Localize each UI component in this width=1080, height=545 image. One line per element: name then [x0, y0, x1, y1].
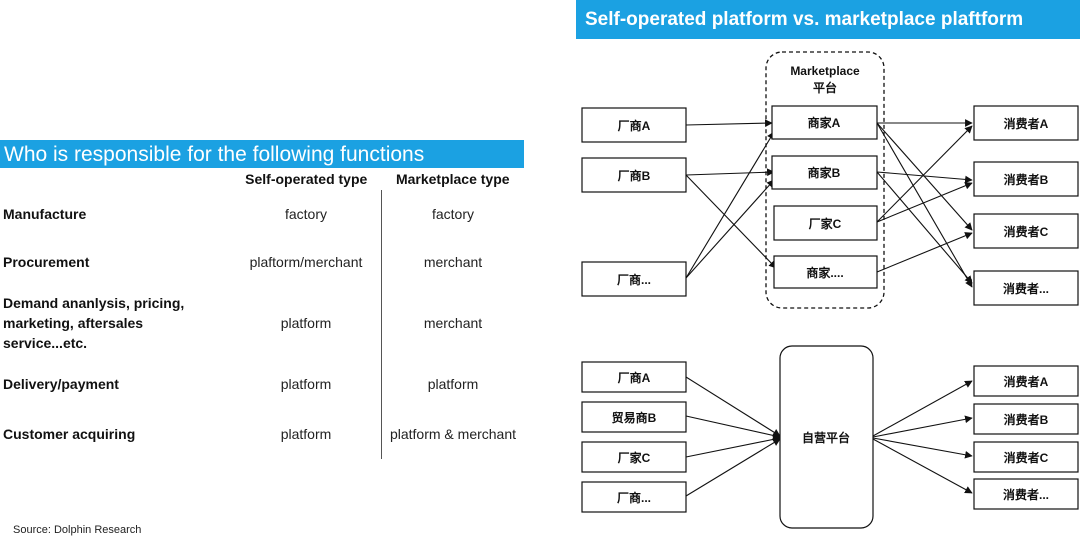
edge — [685, 119, 773, 128]
merchant-a-node: 商家A — [771, 105, 878, 140]
manufacturer-other-node: 厂商... — [581, 261, 687, 297]
marketplace-edges — [685, 119, 973, 288]
merchant-b-node: 商家B — [771, 155, 878, 190]
svg-text:消费者A: 消费者A — [1004, 374, 1049, 389]
table-row: Delivery/payment platform platform — [0, 359, 524, 409]
header-self-operated: Self-operated type — [245, 171, 368, 187]
marketplace-group — [765, 51, 885, 309]
so-consumer-a-node: 消费者A — [973, 365, 1079, 397]
edge — [872, 437, 973, 459]
edge — [685, 438, 781, 497]
edge — [685, 376, 781, 437]
responsibility-table: Self-operated type Marketplace type Manu… — [0, 168, 524, 459]
svg-text:消费者C: 消费者C — [1004, 450, 1049, 465]
svg-text:消费者B: 消费者B — [1004, 172, 1049, 187]
svg-text:厂商B: 厂商B — [618, 168, 651, 183]
svg-text:商家....: 商家.... — [806, 265, 843, 280]
svg-text:消费者B: 消费者B — [1004, 412, 1049, 427]
responsibility-title: Who is responsible for the following fun… — [0, 140, 524, 168]
marketplace-group-label: Marketplace — [790, 64, 860, 78]
source-note: Source: Dolphin Research — [13, 524, 142, 536]
edge — [872, 438, 973, 494]
merchant-other-node: 商家.... — [773, 255, 878, 289]
edge — [876, 171, 973, 184]
edge — [872, 415, 973, 438]
edge — [872, 380, 973, 437]
row-label: Demand ananlysis, pricing, marketing, af… — [3, 295, 185, 351]
svg-text:商家B: 商家B — [808, 165, 841, 180]
edge — [876, 182, 973, 223]
edge — [685, 415, 781, 440]
edge — [685, 131, 775, 279]
svg-text:厂商...: 厂商... — [617, 272, 651, 287]
svg-text:自营平台: 自营平台 — [802, 430, 850, 445]
svg-text:厂商...: 厂商... — [617, 490, 651, 505]
so-factory-c-node: 厂家C — [581, 441, 687, 473]
edge — [876, 171, 973, 284]
marketplace-cell: merchant — [381, 287, 524, 359]
marketplace-cell: merchant — [381, 237, 524, 287]
so-manufacturer-other-node: 厂商... — [581, 481, 687, 513]
svg-text:商家A: 商家A — [808, 115, 841, 130]
self-operated-cell: platform — [280, 426, 332, 442]
edge — [876, 125, 973, 223]
svg-text:厂商A: 厂商A — [618, 118, 651, 133]
self-operated-platform-node: 自营平台 — [779, 345, 874, 529]
self-operated-cell: platform — [280, 376, 332, 392]
svg-text:消费者C: 消费者C — [1004, 224, 1049, 239]
marketplace-cell: platform & merchant — [381, 409, 524, 459]
factory-c-node: 厂家C — [773, 205, 878, 241]
so-consumer-other-node: 消费者... — [973, 478, 1079, 510]
table-row: Demand ananlysis, pricing, marketing, af… — [0, 287, 524, 359]
marketplace-cell: factory — [381, 190, 524, 237]
table-row: Customer acquiring platform platform & m… — [0, 409, 524, 459]
so-manufacturer-a-node: 厂商A — [581, 361, 687, 393]
so-consumer-b-node: 消费者B — [973, 403, 1079, 435]
consumer-c-node: 消费者C — [973, 213, 1079, 249]
row-label: Procurement — [3, 254, 90, 270]
comparison-title: Self-operated platform vs. marketplace p… — [576, 0, 1080, 39]
svg-text:厂商A: 厂商A — [618, 370, 651, 385]
self-operated-cell: platform — [280, 315, 332, 331]
row-label: Delivery/payment — [3, 376, 119, 392]
self-operated-cell: plaftorm/merchant — [249, 254, 363, 270]
self-operated-cell: factory — [284, 205, 327, 222]
row-label: Manufacture — [3, 205, 87, 222]
svg-text:贸易商B: 贸易商B — [612, 410, 657, 425]
table-row: Manufacture factory factory — [0, 190, 524, 237]
table-header-row: Self-operated type Marketplace type — [0, 168, 524, 190]
consumer-a-node: 消费者A — [973, 105, 1079, 141]
edge — [685, 435, 781, 458]
edge — [685, 168, 775, 177]
consumer-b-node: 消费者B — [973, 161, 1079, 197]
svg-text:消费者A: 消费者A — [1004, 116, 1049, 131]
edge — [876, 122, 973, 288]
so-consumer-c-node: 消费者C — [973, 441, 1079, 473]
so-trader-b-node: 贸易商B — [581, 401, 687, 433]
manufacturer-b-node: 厂商B — [581, 157, 687, 193]
row-label: Customer acquiring — [3, 426, 136, 442]
marketplace-cell: platform — [381, 359, 524, 409]
edge — [685, 174, 777, 269]
edge — [876, 232, 973, 273]
svg-text:厂家C: 厂家C — [618, 450, 651, 465]
self-operated-edges — [685, 376, 973, 497]
marketplace-group-label-cn: 平台 — [813, 80, 837, 95]
manufacturer-a-node: 厂商A — [581, 107, 687, 143]
header-marketplace: Marketplace type — [395, 171, 510, 187]
svg-text:厂家C: 厂家C — [809, 216, 842, 231]
edge — [685, 179, 775, 279]
svg-text:消费者...: 消费者... — [1003, 281, 1049, 296]
table-row: Procurement plaftorm/merchant merchant — [0, 237, 524, 287]
consumer-other-node: 消费者... — [973, 270, 1079, 306]
svg-text:消费者...: 消费者... — [1003, 487, 1049, 502]
